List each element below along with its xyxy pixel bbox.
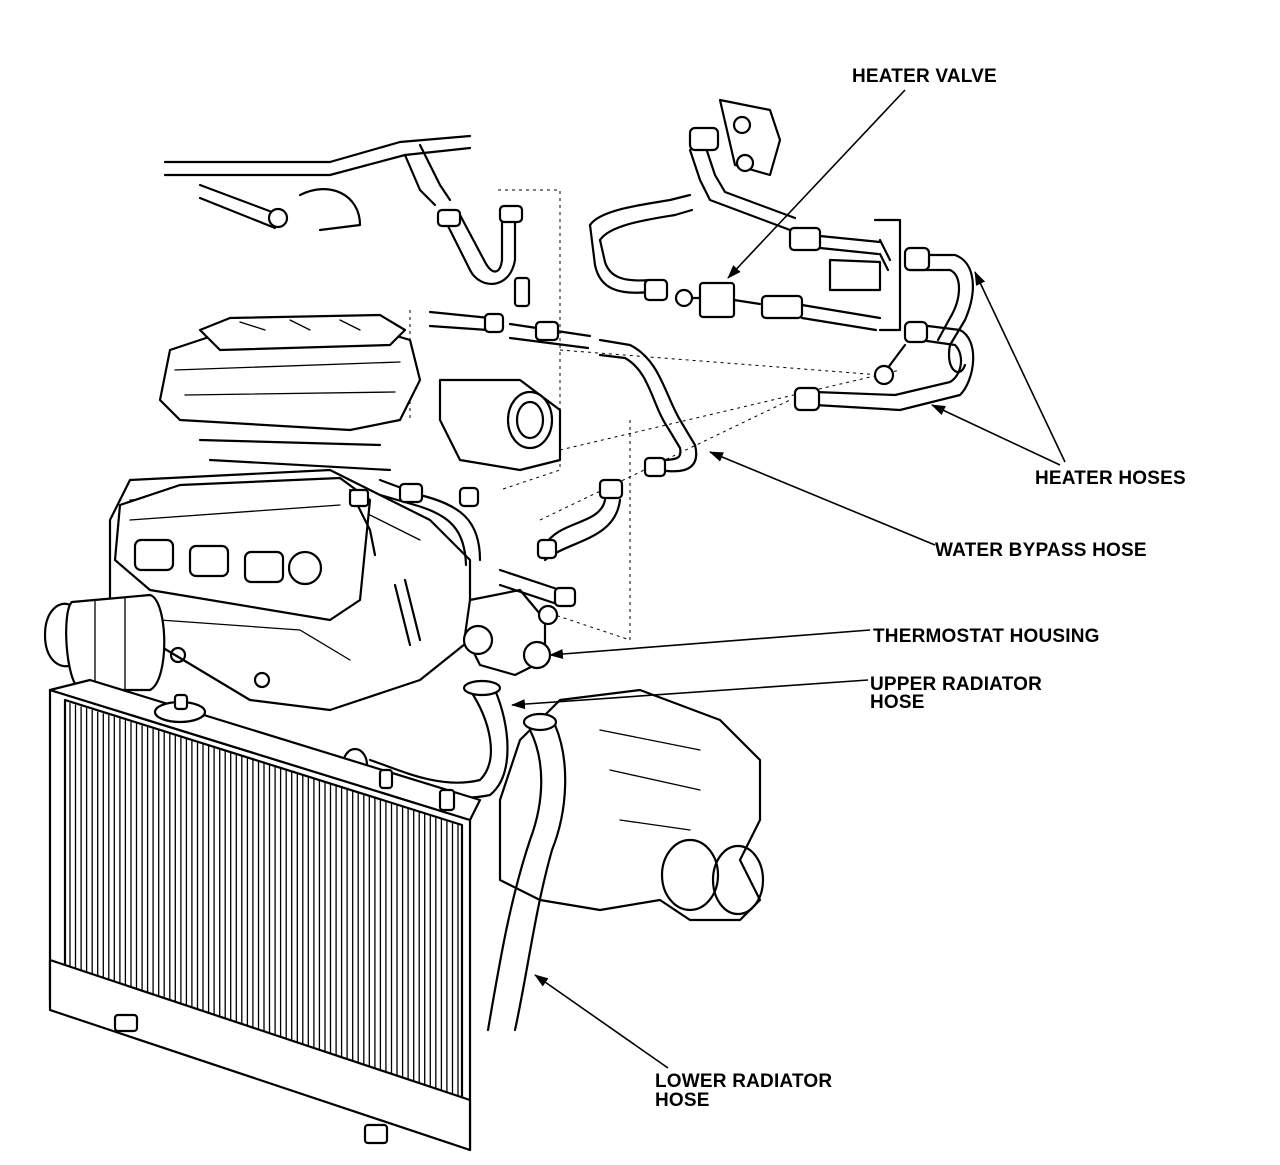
heater-hoses-leader-upper	[974, 271, 1066, 463]
label-thermostat-housing: THERMOSTAT HOUSING	[549, 626, 1100, 659]
radiator	[48, 678, 482, 1152]
front-valve-cover	[113, 476, 372, 622]
lower-radiator-hose-leader	[534, 974, 669, 1069]
transmission-case	[498, 688, 765, 922]
intake-manifold	[158, 313, 422, 472]
heater-valve-label: HEATER VALVE	[852, 66, 997, 87]
lower-radiator-hose-label-line2: HOSE	[655, 1090, 710, 1111]
thermostat-housing-label: THERMOSTAT HOUSING	[873, 626, 1100, 647]
water-bypass-hose-label: WATER BYPASS HOSE	[935, 540, 1147, 561]
water-bypass-hose-leader	[709, 451, 936, 546]
heater-hoses-leader-lower	[931, 404, 1061, 466]
thermostat-housing-leader	[549, 629, 871, 659]
upper-radiator-hose-leader	[511, 679, 869, 710]
label-heater-hoses: HEATER HOSES	[931, 271, 1186, 489]
coolant-reservoir	[43, 593, 166, 692]
throttle-body	[438, 378, 562, 472]
upper-radiator-hose-label-line2: HOSE	[870, 692, 925, 713]
heater-hose-assembly	[163, 98, 975, 478]
heater-valve-leader	[727, 89, 906, 279]
upper-radiator-hose-label-line1: UPPER RADIATOR	[870, 674, 1042, 695]
lower-radiator-hose	[486, 712, 567, 1032]
label-lower-radiator-hose: LOWER RADIATOR HOSE	[534, 974, 832, 1111]
label-heater-valve: HEATER VALVE	[727, 66, 997, 279]
label-water-bypass-hose: WATER BYPASS HOSE	[709, 451, 1147, 561]
label-upper-radiator-hose: UPPER RADIATOR HOSE	[511, 674, 1042, 713]
lower-radiator-hose-label-line1: LOWER RADIATOR	[655, 1071, 832, 1092]
thermostat-housing-part	[462, 588, 559, 677]
engine-hoses	[348, 478, 624, 647]
ignition-coils	[133, 538, 323, 586]
heater-hoses-label: HEATER HOSES	[1035, 468, 1186, 489]
